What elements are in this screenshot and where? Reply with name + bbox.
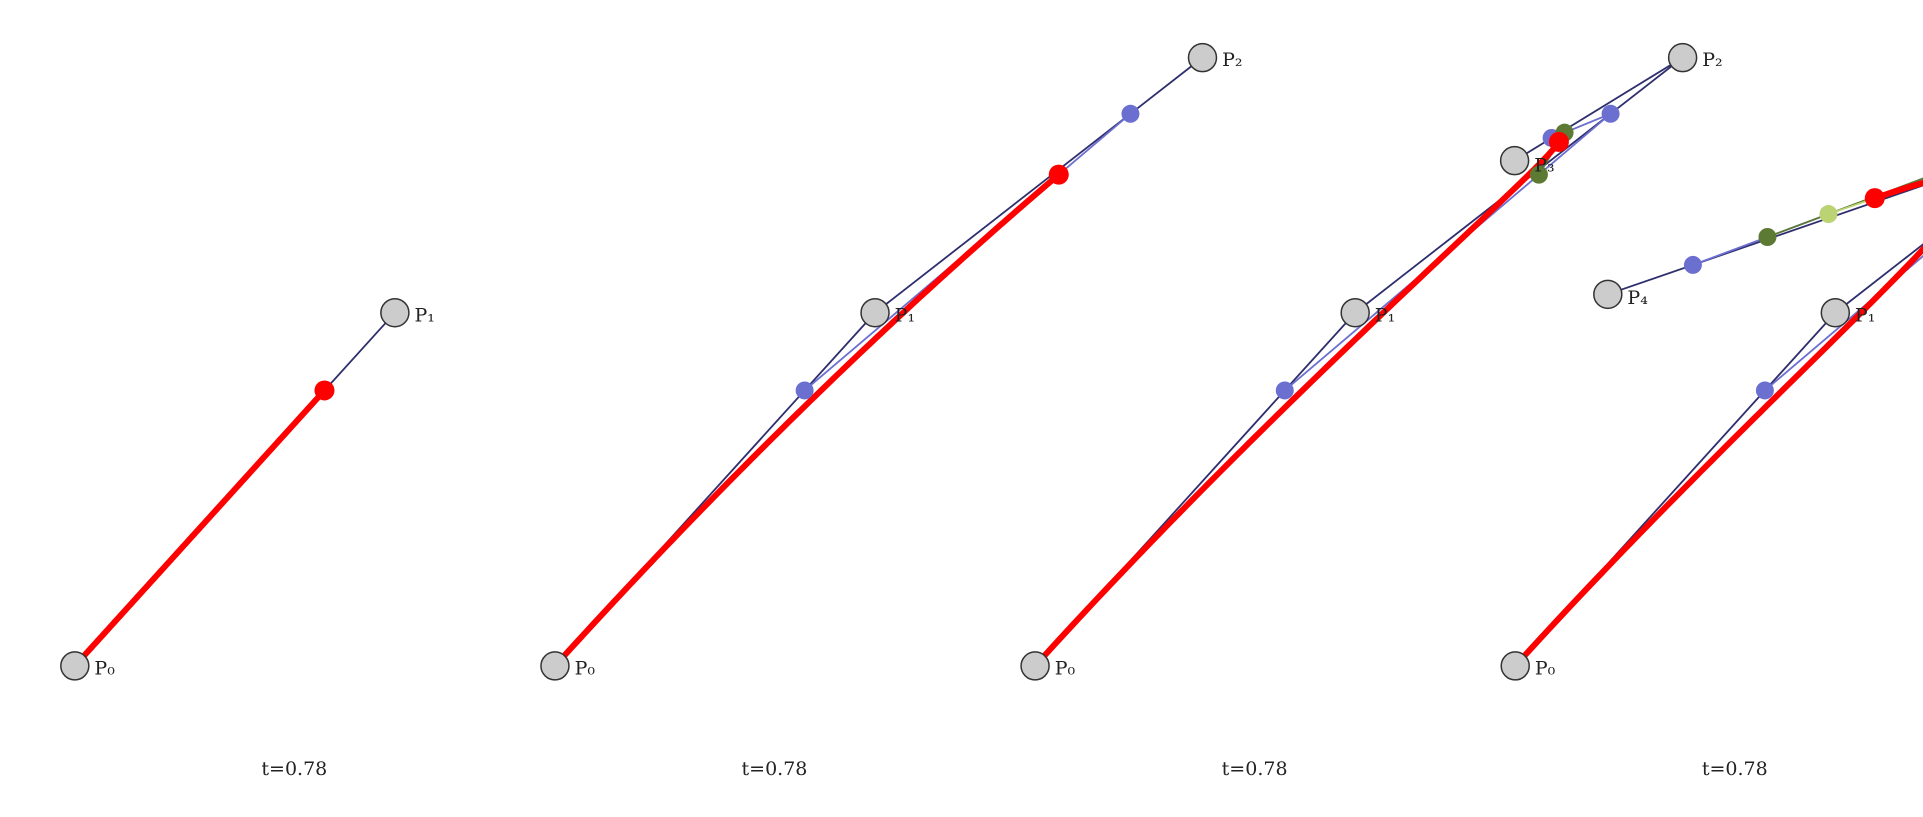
curve-point-at-t (1048, 164, 1069, 185)
control-polygon-segment (1607, 184, 1923, 296)
control-point-p2 (1187, 42, 1218, 73)
t-value-label: t=0.78 (1222, 758, 1288, 780)
control-point-label-p0: P₀ (94, 658, 115, 680)
control-point-p0 (1020, 651, 1050, 681)
panel-quartic-bezier: P₀P₁P₂P₃P₄ t=0.78 (1500, 177, 1923, 780)
panel-cubic-bezier: P₀ P₁ P₂ P₃ t=0.78 (1020, 42, 1723, 780)
intermediate-point-level-2 (1758, 228, 1777, 247)
control-point-p0 (60, 651, 90, 681)
curve-point-at-t (314, 380, 335, 401)
construction-line-level-1 (1764, 255, 1923, 392)
control-point-label-p0: P₀ (1055, 658, 1076, 680)
intermediate-point-level-1 (1121, 104, 1140, 123)
curve-point-at-t (1864, 188, 1885, 209)
control-point-label-p2: P₂ (1702, 49, 1722, 71)
construction-line-level-1 (1692, 177, 1923, 266)
bezier-curve (71, 387, 328, 669)
control-point-p1 (1820, 297, 1851, 328)
control-point-label-p1: P₁ (1855, 304, 1875, 326)
bezier-curve (551, 171, 1062, 669)
bezier-curve (1512, 179, 1923, 669)
control-point-label-p1: P₁ (415, 304, 435, 326)
control-polygon-segment (874, 56, 1204, 314)
bezier-curve (1032, 138, 1562, 669)
intermediate-point-level-1 (1755, 381, 1774, 400)
control-point-p3 (1499, 145, 1530, 176)
control-point-p2 (1667, 42, 1698, 73)
t-value-label: t=0.78 (261, 758, 327, 780)
intermediate-point-level-3 (1819, 205, 1838, 224)
t-value-label: t=0.78 (742, 758, 808, 780)
construction-line-level-3 (1828, 180, 1923, 215)
control-point-label-p0: P₀ (575, 658, 596, 680)
control-point-p0 (1500, 651, 1530, 681)
control-point-p1 (860, 297, 890, 328)
panel-quadratic-bezier: P₀ P₁ P₂ t=0.78 (540, 42, 1243, 780)
intermediate-point-level-1 (1275, 381, 1294, 400)
panel-linear-bezier: P₀ P₁ t=0.78 (60, 297, 435, 780)
control-point-p4 (1593, 279, 1623, 310)
control-polygon-segment (1514, 56, 1684, 162)
t-value-label: t=0.78 (1702, 758, 1768, 780)
construction-line-level-2 (1767, 177, 1923, 238)
curve-point-at-t (1548, 131, 1569, 152)
control-point-p1 (380, 297, 410, 328)
intermediate-point-level-1 (795, 381, 814, 400)
control-point-label-p4: P₄ (1627, 287, 1648, 309)
control-point-p0 (540, 651, 570, 681)
intermediate-point-level-1 (1683, 255, 1702, 274)
control-point-label-p3: P₃ (1534, 155, 1554, 177)
control-point-label-p1: P₁ (1375, 304, 1395, 326)
intermediate-point-level-2 (1529, 165, 1548, 184)
control-polygon-segment (1834, 243, 1923, 314)
control-point-p1 (1340, 297, 1370, 328)
control-point-label-p1: P₁ (895, 304, 915, 326)
control-point-label-p0: P₀ (1535, 658, 1556, 680)
intermediate-point-level-1 (1601, 104, 1620, 123)
control-point-label-p2: P₂ (1222, 49, 1242, 71)
